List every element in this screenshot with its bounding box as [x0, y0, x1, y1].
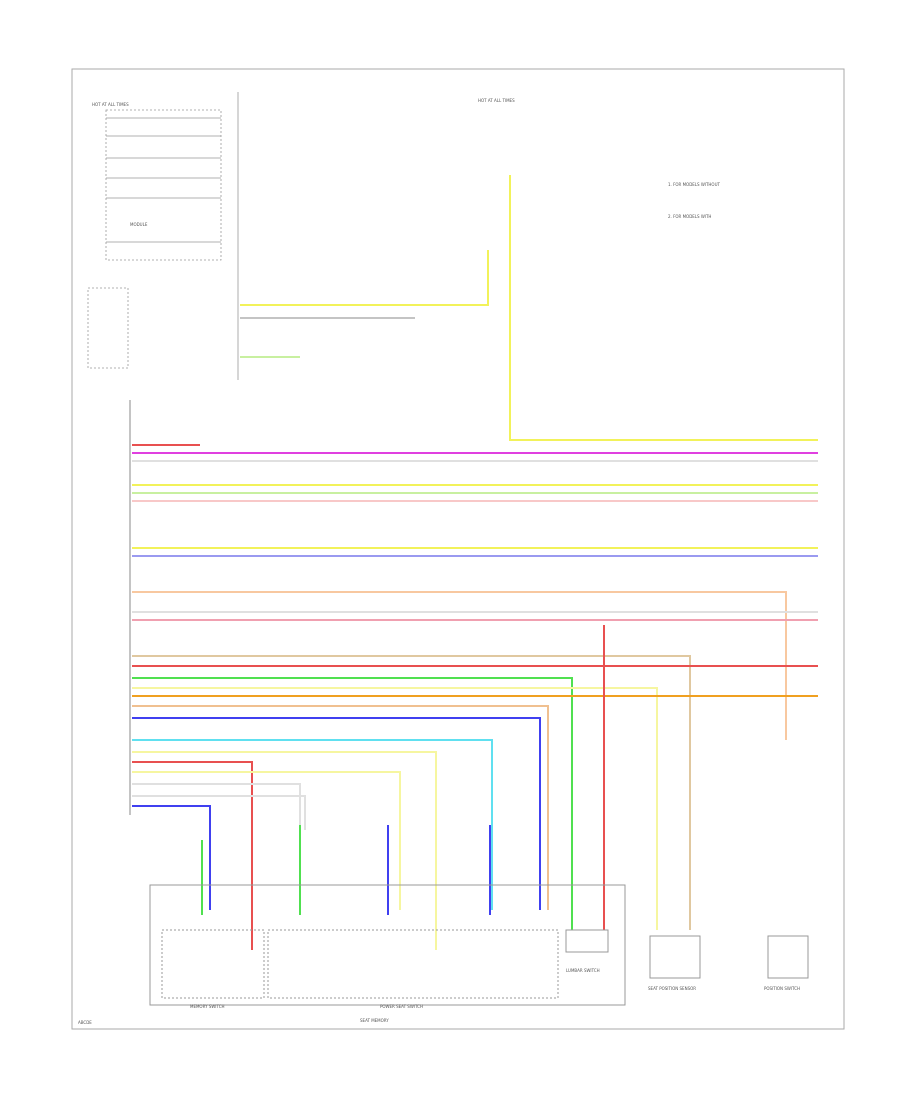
- top-left-module: [87, 92, 239, 380]
- feed-wire-yellow: [509, 175, 818, 441]
- feed-wire-yellow-2: [240, 250, 489, 306]
- top-source-label: HOT AT ALL TIMES: [478, 98, 515, 103]
- note-1: 1. FOR MODELS WITHOUT: [668, 182, 720, 187]
- top-left-module-label: MODULE: [130, 222, 148, 227]
- diagram-frame: [71, 68, 845, 1030]
- bottom-left-label: MEMORY SWITCH: [190, 1004, 225, 1009]
- note-2: 2. FOR MODELS WITH: [668, 214, 711, 219]
- bottom-main-label: SEAT MEMORY: [360, 1018, 389, 1023]
- bottom-components: [149, 884, 809, 1006]
- left-module-label: HOT AT ALL TIMES: [92, 102, 129, 107]
- bottom-right2-label: SEAT POSITION SENSOR: [648, 986, 696, 991]
- bottom-mid-label: POWER SEAT SWITCH: [380, 1004, 423, 1009]
- bottom-right3-label: POSITION SWITCH: [764, 986, 800, 991]
- footer-code: ABCDE: [78, 1020, 92, 1025]
- horizontal-wires: [132, 444, 818, 950]
- bottom-right1-label: LUMBAR SWITCH: [566, 968, 600, 973]
- vertical-drops: [201, 625, 605, 930]
